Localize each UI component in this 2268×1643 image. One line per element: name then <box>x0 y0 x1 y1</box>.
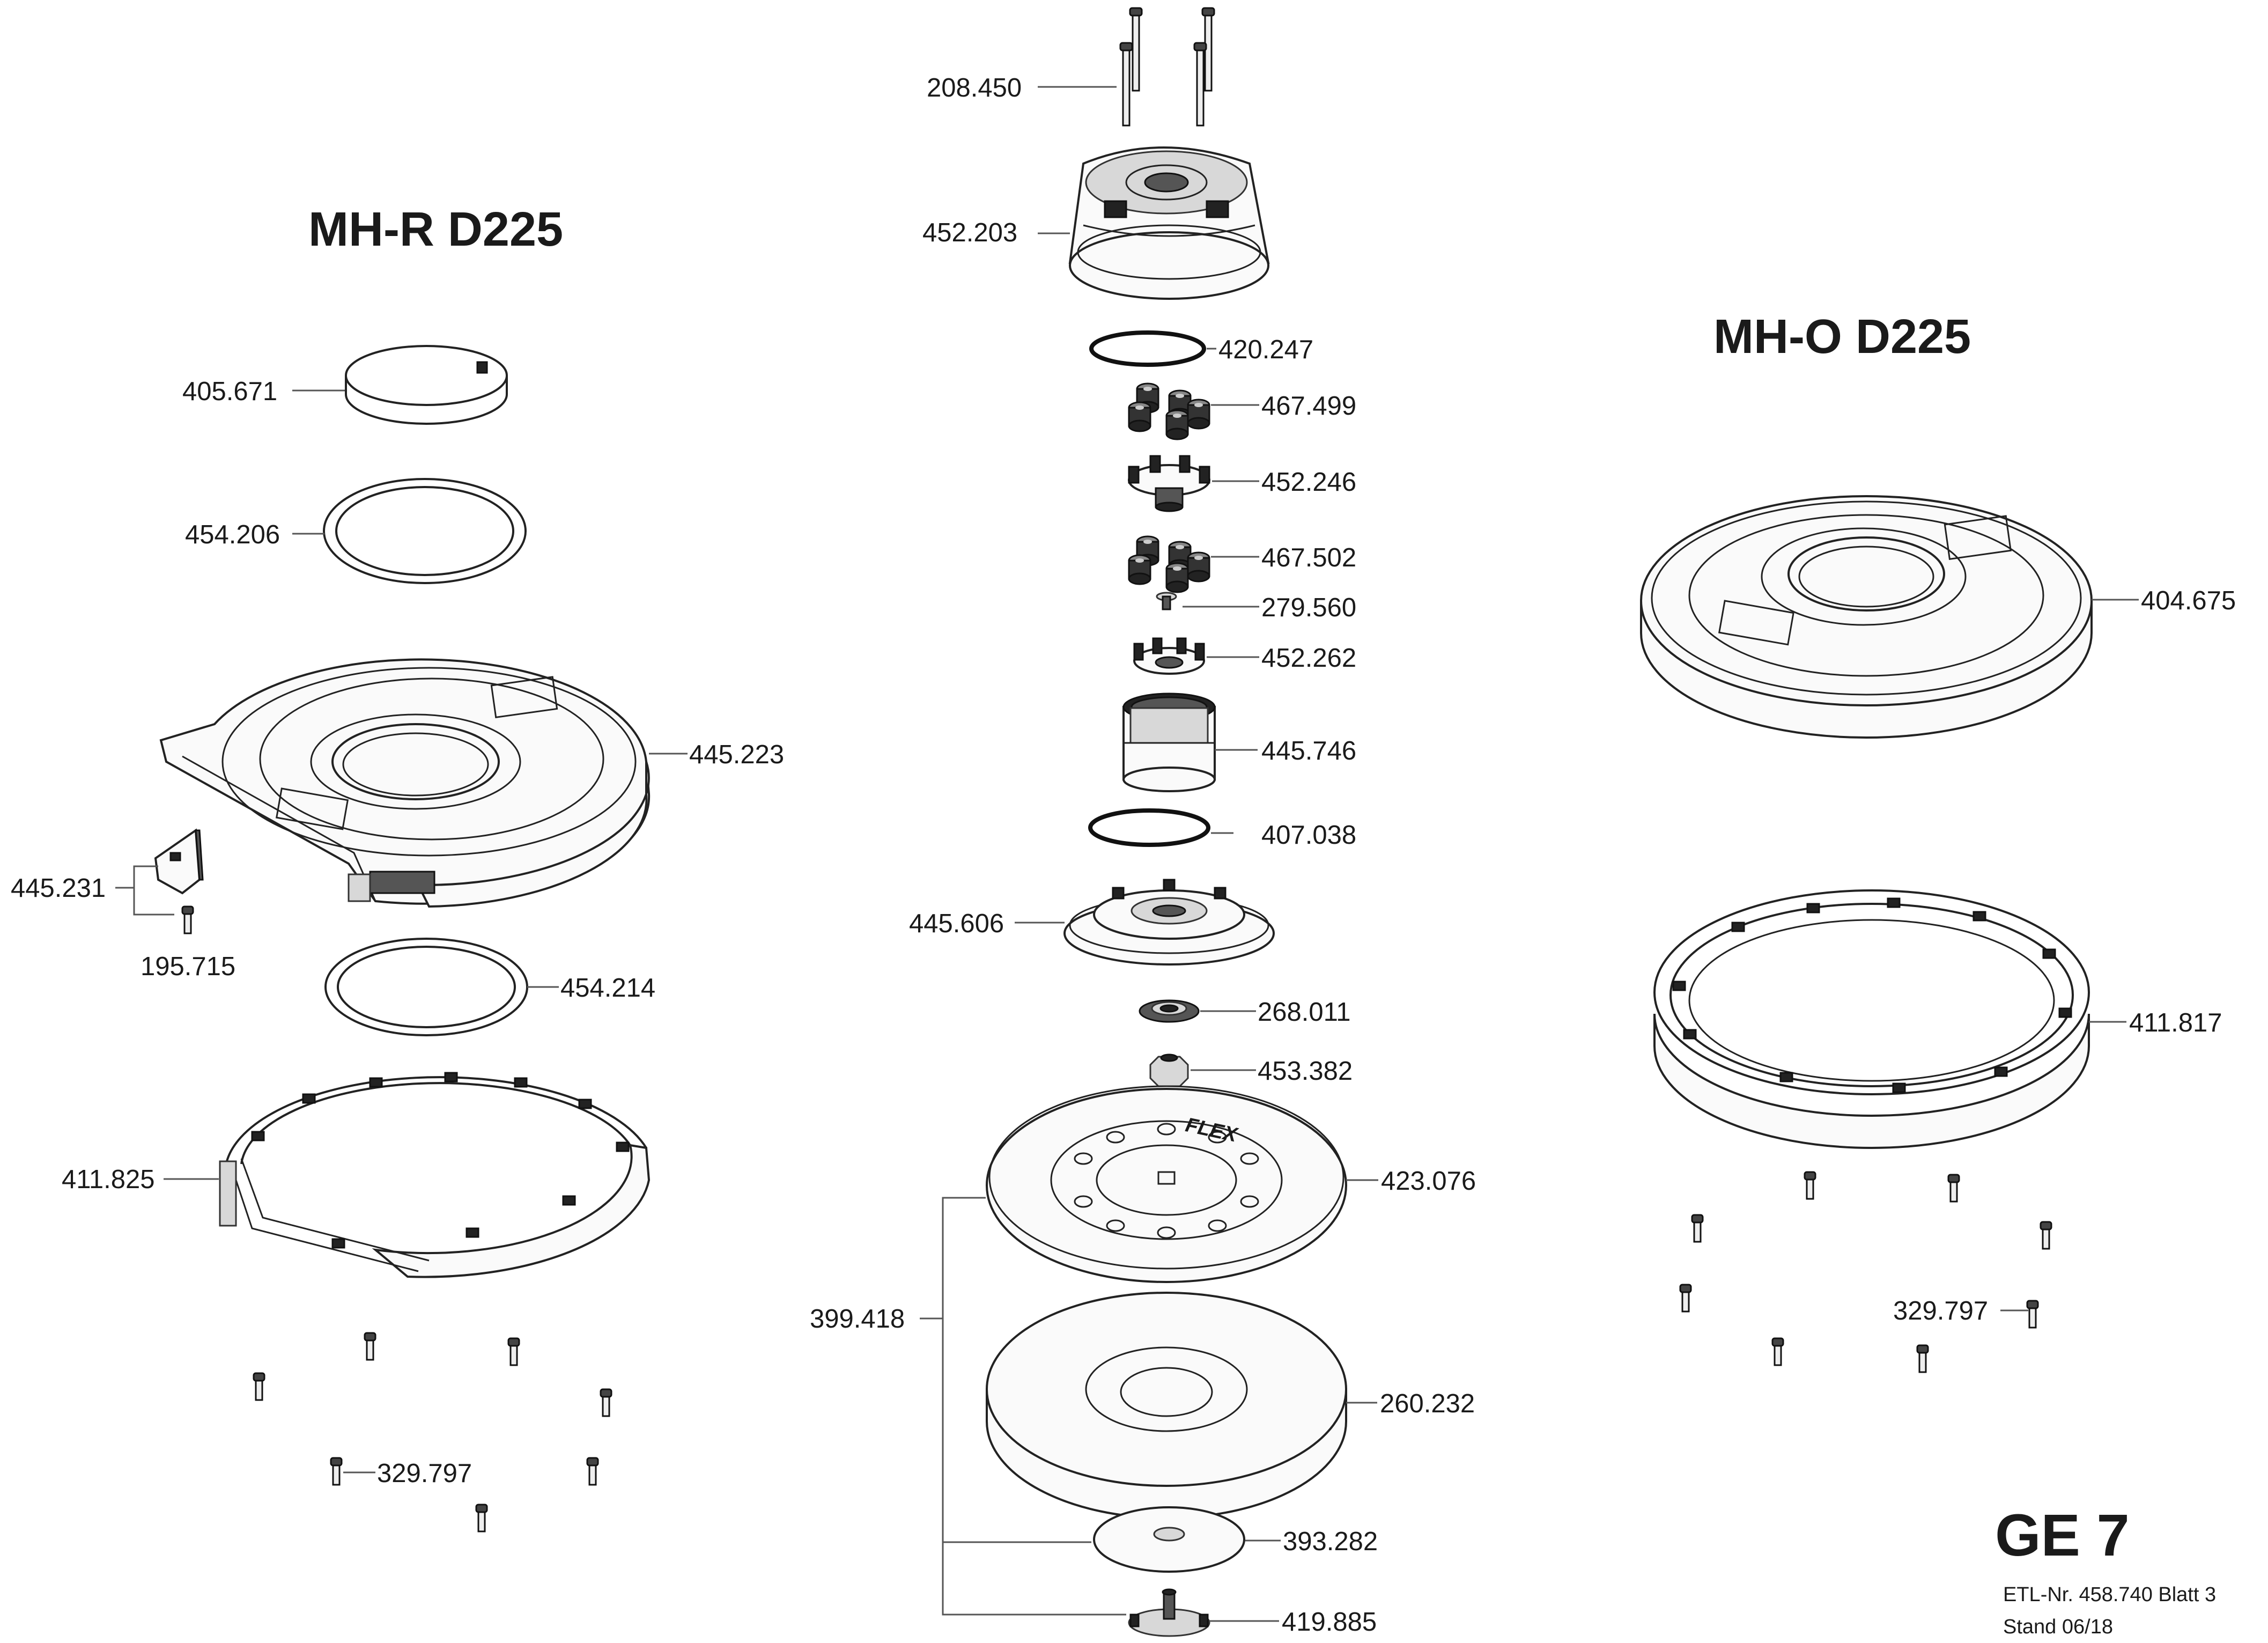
hood-445223 <box>159 658 651 908</box>
part-number-445606: 445.606 <box>909 909 1004 938</box>
bearing-flange-445606 <box>1063 879 1275 966</box>
carrier-452246 <box>1128 455 1210 512</box>
part-number-452203: 452.203 <box>922 218 1017 247</box>
part-number-419885: 419.885 <box>1282 1608 1377 1637</box>
etl-number: ETL-Nr. 458.740 Blatt 3 <box>2003 1583 2216 1606</box>
part-number-420247: 420.247 <box>1218 335 1313 364</box>
protective-disc-393282 <box>1093 1506 1245 1573</box>
part-number-445746: 445.746 <box>1261 736 1356 765</box>
part-number-411817: 411.817 <box>2129 1008 2222 1037</box>
part-number-452246: 452.246 <box>1261 468 1356 497</box>
part-number-329797-right: 329.797 <box>1893 1296 1988 1325</box>
part-number-404675: 404.675 <box>2141 586 2236 615</box>
screw-195715 <box>181 905 194 934</box>
part-number-467499: 467.499 <box>1261 392 1356 421</box>
gasket-ring-454206 <box>323 478 527 584</box>
screws-329797-right <box>1679 1171 2052 1373</box>
part-number-407038: 407.038 <box>1261 821 1356 850</box>
stand-date: Stand 06/18 <box>2003 1616 2113 1638</box>
part-number-454206: 454.206 <box>185 520 280 549</box>
o-ring-407038 <box>1088 808 1210 847</box>
part-number-260232: 260.232 <box>1380 1389 1475 1418</box>
frame-411825 <box>219 1072 651 1278</box>
frame-411817 <box>1653 889 2090 1149</box>
part-number-454214: 454.214 <box>560 974 655 1003</box>
dampers-467502 <box>1128 535 1210 593</box>
screw-279560 <box>1156 592 1177 610</box>
part-number-445231: 445.231 <box>11 874 106 903</box>
o-ring-420247 <box>1089 330 1206 367</box>
leader-445231 <box>115 865 174 916</box>
screws-208450 <box>1119 7 1215 127</box>
part-number-405671: 405.671 <box>182 377 277 406</box>
screws-329797-left <box>253 1332 612 1533</box>
part-number-411825: 411.825 <box>62 1165 155 1194</box>
part-number-452262: 452.262 <box>1261 644 1356 673</box>
heading-mh-r-d225: MH-R D225 <box>308 203 563 256</box>
part-number-467502: 467.502 <box>1261 543 1356 572</box>
dampers-467499 <box>1128 382 1210 440</box>
part-number-445223: 445.223 <box>689 740 784 769</box>
part-number-208450: 208.450 <box>927 73 1022 102</box>
gasket-ring-454214 <box>324 938 528 1036</box>
model-name: GE 7 <box>1995 1502 2130 1568</box>
heading-mh-o-d225: MH-O D225 <box>1713 310 1971 364</box>
interface-pad-260232 <box>986 1292 1347 1519</box>
part-number-195715: 195.715 <box>141 952 235 981</box>
part-number-393282: 393.282 <box>1283 1527 1378 1556</box>
band-405671 <box>345 345 508 425</box>
clamping-screw-419885 <box>1128 1588 1210 1637</box>
nut-453382 <box>1149 1053 1189 1087</box>
part-number-329797-left: 329.797 <box>377 1459 472 1488</box>
part-number-399418: 399.418 <box>810 1305 905 1333</box>
part-number-279560: 279.560 <box>1261 593 1356 622</box>
hub-452262 <box>1133 637 1205 675</box>
part-number-423076: 423.076 <box>1381 1167 1476 1196</box>
set-bracket-399418 <box>920 1197 1126 1616</box>
part-number-453382: 453.382 <box>1258 1057 1353 1086</box>
flap-445231 <box>154 828 204 895</box>
motor-housing-452203 <box>1068 146 1270 300</box>
backing-pad-423076: FLEX <box>986 1085 1347 1283</box>
part-number-268011: 268.011 <box>1258 998 1351 1027</box>
hood-404675 <box>1640 495 2093 739</box>
bearing-268011 <box>1139 999 1200 1023</box>
sleeve-445746 <box>1122 692 1216 792</box>
